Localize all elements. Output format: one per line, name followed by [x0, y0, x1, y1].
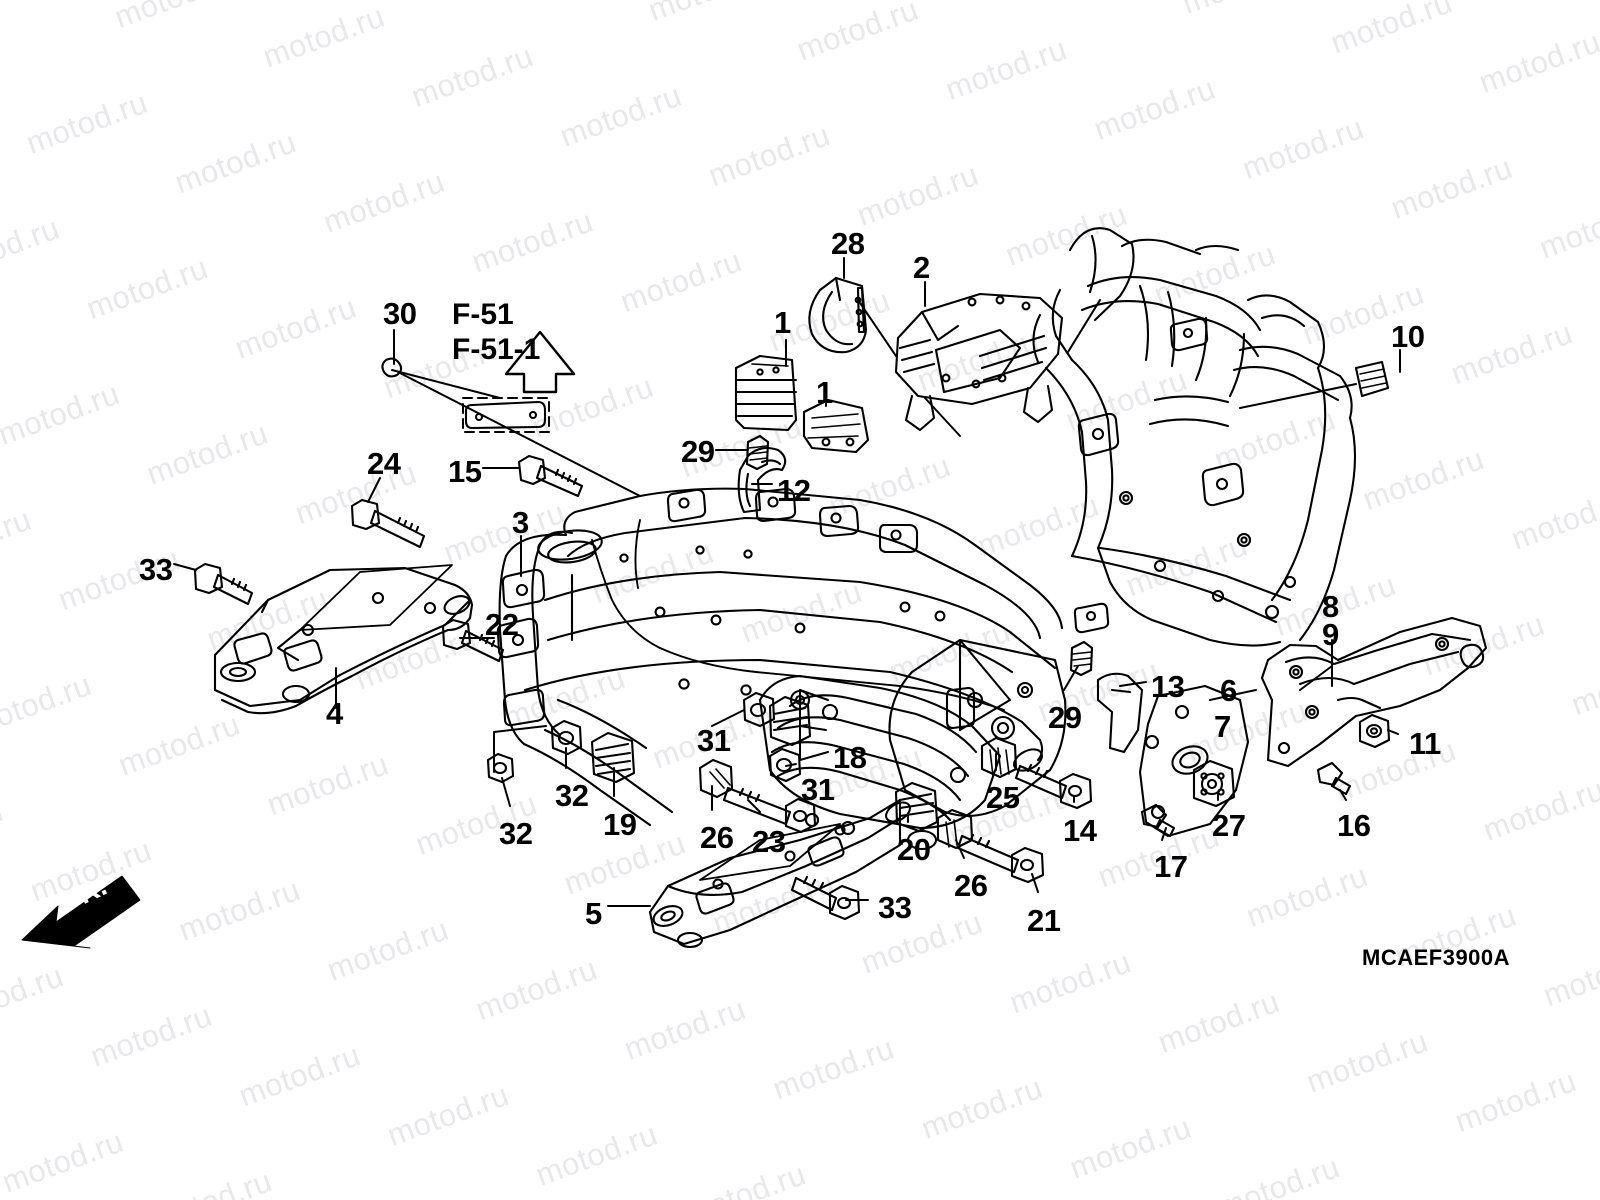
callout-13[interactable]: 13 — [1151, 669, 1185, 704]
callout-32[interactable]: 32 — [555, 778, 589, 813]
callout-31[interactable]: 31 — [801, 772, 835, 807]
callout-33[interactable]: 33 — [139, 552, 173, 587]
callout-26[interactable]: 26 — [700, 820, 734, 855]
callout-10[interactable]: 10 — [1391, 319, 1425, 354]
callout-11[interactable]: 11 — [1409, 726, 1441, 761]
section-reference-f51[interactable]: F-51 — [452, 298, 514, 331]
callout-15[interactable]: 15 — [448, 454, 482, 489]
callout-32[interactable]: 32 — [499, 816, 533, 851]
callout-21[interactable]: 21 — [1027, 903, 1061, 938]
callout-26[interactable]: 26 — [954, 868, 988, 903]
callout-9[interactable]: 9 — [1322, 617, 1339, 652]
callout-23[interactable]: 23 — [752, 824, 786, 859]
callout-12[interactable]: 12 — [777, 473, 811, 508]
callout-17[interactable]: 17 — [1154, 849, 1188, 884]
callout-27[interactable]: 27 — [1212, 808, 1246, 843]
callout-29[interactable]: 29 — [681, 434, 715, 469]
callout-28[interactable]: 28 — [831, 226, 865, 261]
callout-16[interactable]: 16 — [1337, 808, 1371, 843]
callout-7[interactable]: 7 — [1214, 709, 1231, 744]
callout-18[interactable]: 18 — [833, 740, 867, 775]
callout-19[interactable]: 19 — [603, 807, 637, 842]
callout-33[interactable]: 33 — [878, 890, 912, 925]
callout-22[interactable]: 22 — [485, 607, 519, 642]
callout-31[interactable]: 31 — [697, 723, 731, 758]
callout-3[interactable]: 3 — [512, 505, 529, 540]
callout-4[interactable]: 4 — [326, 696, 343, 731]
callout-25[interactable]: 25 — [986, 780, 1020, 815]
callout-8[interactable]: 8 — [1322, 589, 1339, 624]
callout-30[interactable]: 30 — [383, 296, 417, 331]
section-reference-f51-1[interactable]: F-51-1 — [452, 333, 541, 366]
callout-14[interactable]: 14 — [1063, 813, 1097, 848]
callout-29[interactable]: 29 — [1048, 700, 1082, 735]
callout-24[interactable]: 24 — [367, 446, 401, 481]
diagram-code: MCAEF3900A — [1362, 945, 1511, 970]
callout-6[interactable]: 6 — [1220, 673, 1237, 708]
callout-1[interactable]: 1 — [774, 305, 791, 340]
callout-5[interactable]: 5 — [585, 896, 602, 931]
callout-2[interactable]: 2 — [913, 250, 930, 285]
callout-20[interactable]: 20 — [897, 832, 931, 867]
callout-1[interactable]: 1 — [816, 375, 833, 410]
